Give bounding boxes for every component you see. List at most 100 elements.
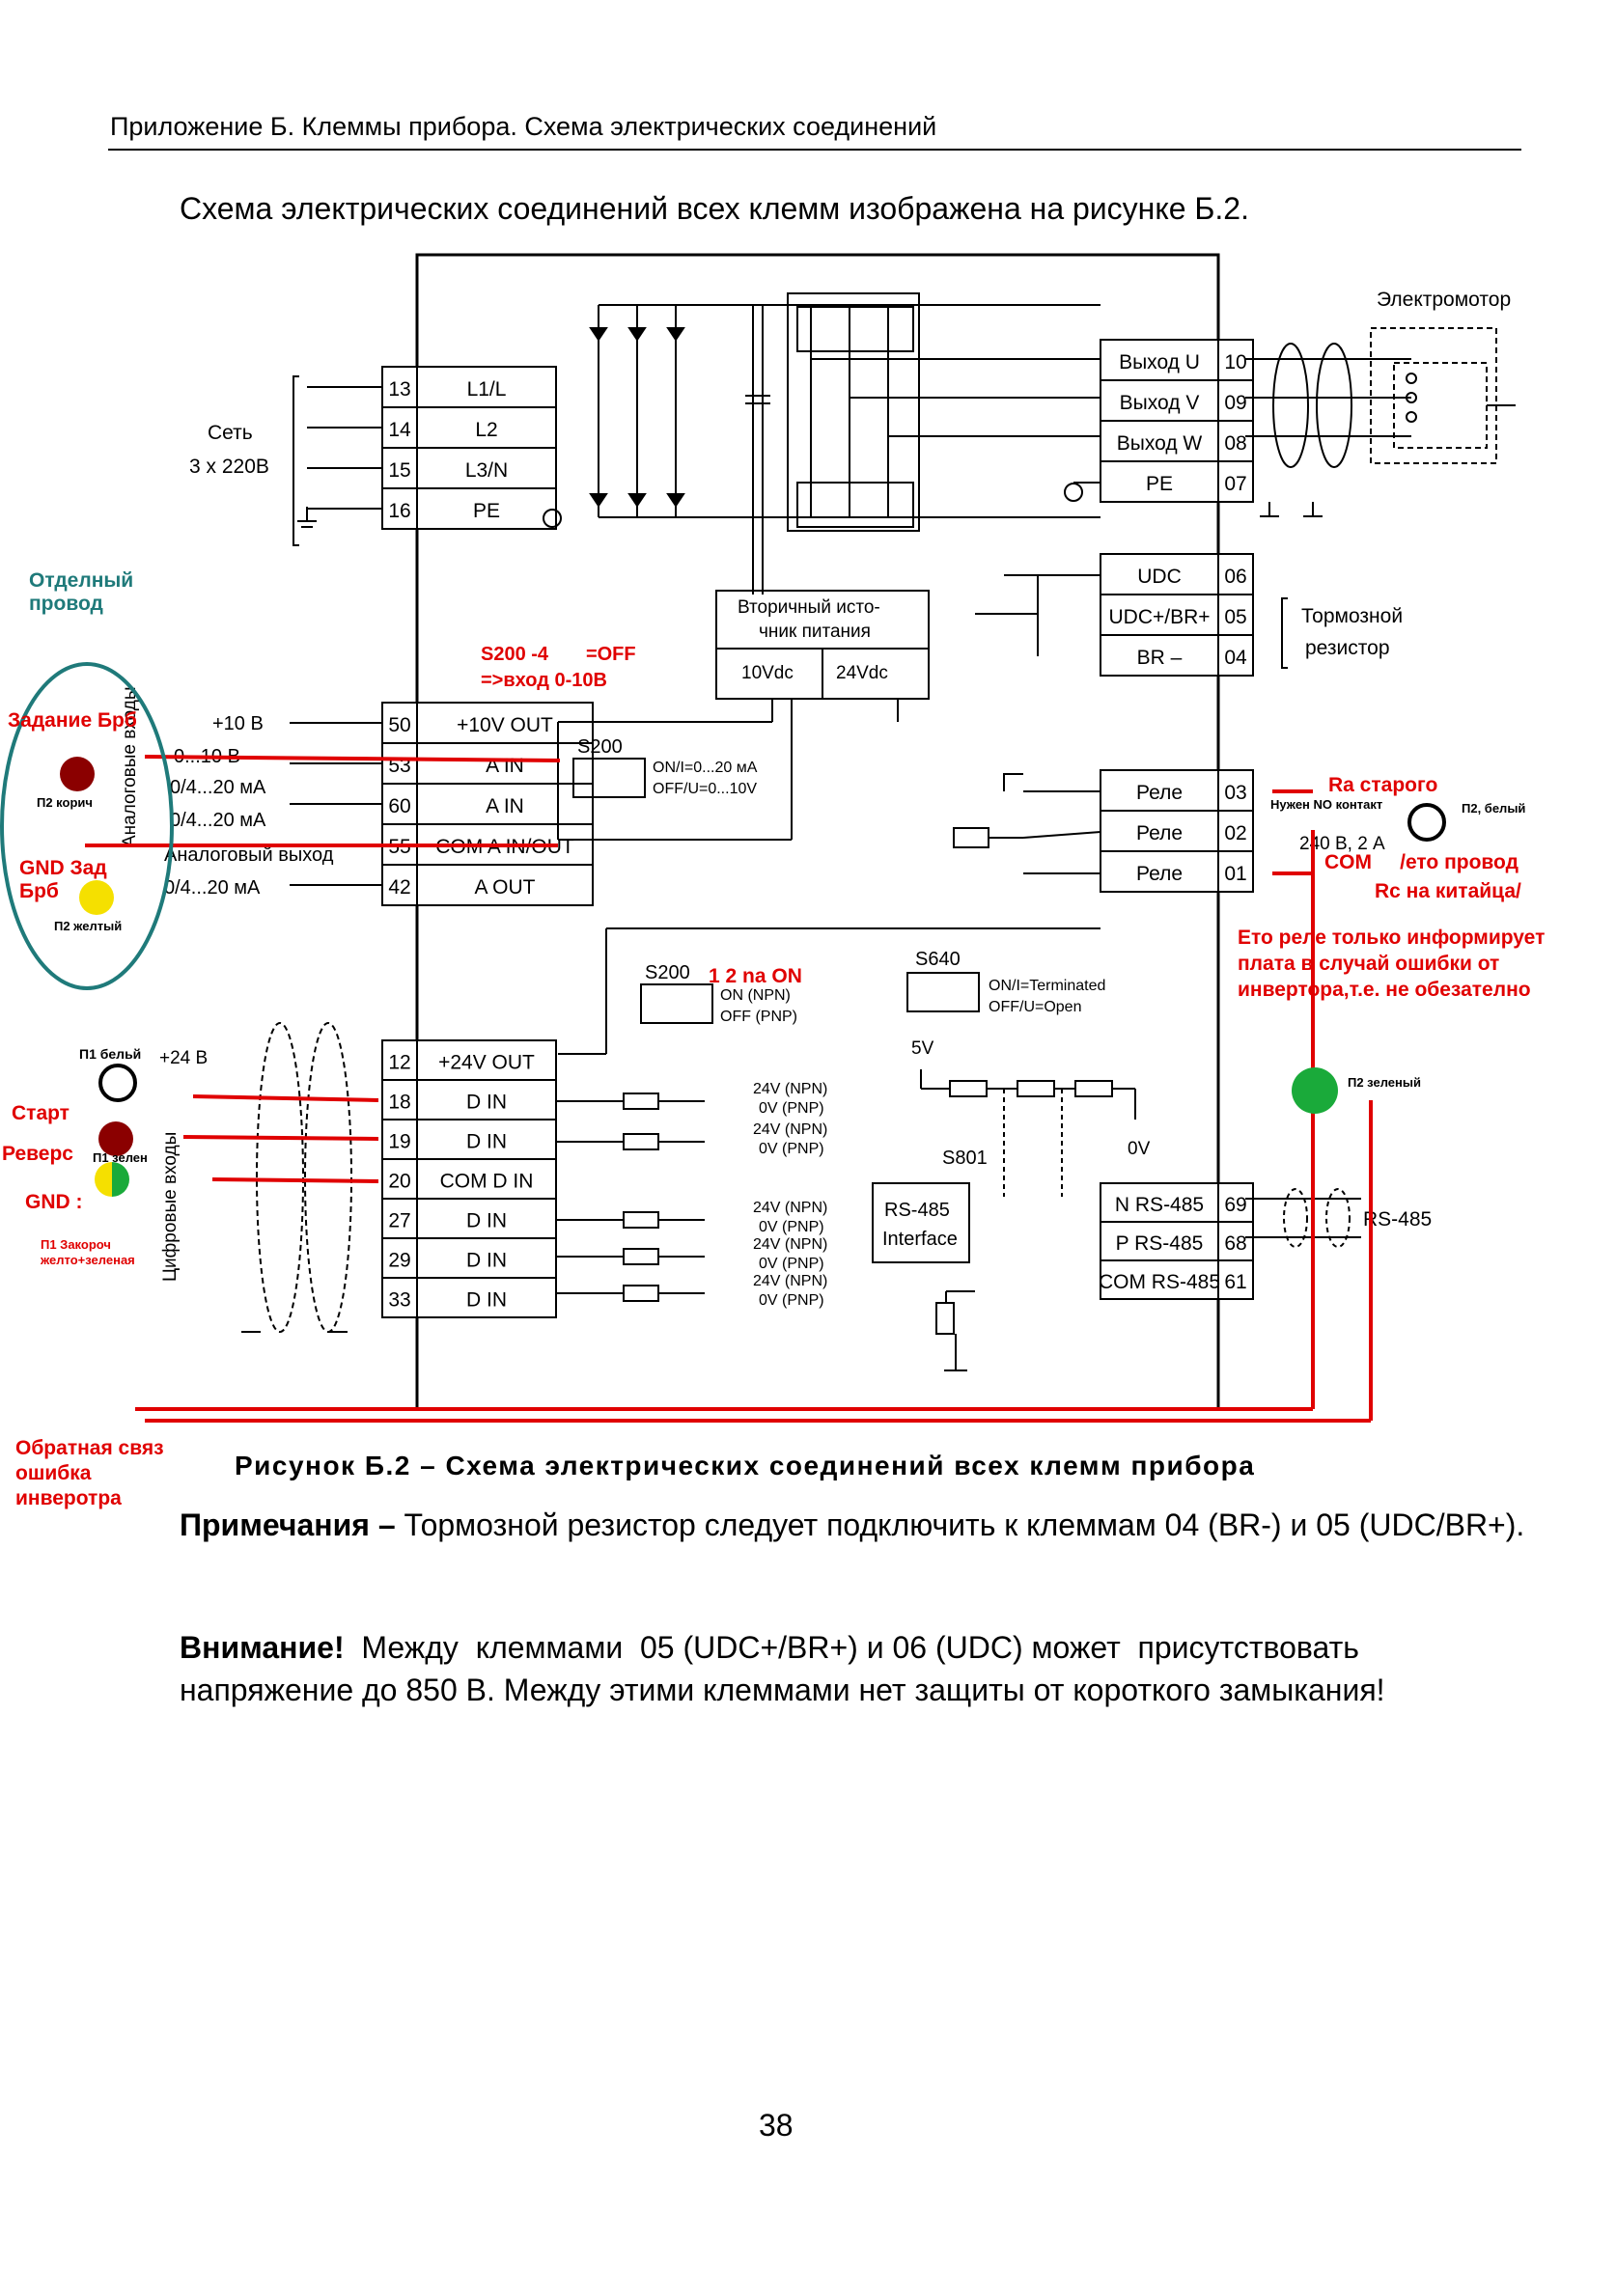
note-reverse: Реверс <box>2 1143 73 1165</box>
figure-caption: Рисунок Б.2 – Схема электрических соедин… <box>235 1451 1256 1480</box>
psu-label-2: чник питания <box>759 622 871 642</box>
motor-terminal-name: PE <box>1146 473 1173 495</box>
label-p1-white: П1 бельй <box>79 1046 142 1062</box>
rs485-terminal-num: 68 <box>1224 1232 1246 1255</box>
s200-bottom-switch: S200 ON (NPN) OFF (PNP) <box>640 962 797 1025</box>
din-npn-label: 24V (NPN) <box>753 1200 827 1216</box>
din-npn-label: 24V (NPN) <box>753 1273 827 1289</box>
motor-terminal-num: 10 <box>1224 351 1246 373</box>
din-switch: 24V (NPN)0V (PNP) <box>556 1081 827 1117</box>
motor-terminal-num: 09 <box>1224 392 1246 414</box>
s801-label: S801 <box>942 1148 988 1169</box>
analog-terminal-num: 50 <box>388 714 410 736</box>
relay-terminal-name: Реле <box>1136 782 1183 804</box>
psu-label: Вторичный исто- <box>738 597 880 618</box>
net-label-2: 3 х 220В <box>189 456 269 478</box>
brake-label-2: резистор <box>1305 637 1390 659</box>
psu-10v: 10Vdc <box>741 663 794 683</box>
digital-terminal-12: 12+24V OUT <box>381 1039 557 1081</box>
red-annotations <box>85 755 1373 1423</box>
warning-text: Между клеммами 05 (UDC+/BR+) и 06 (UDC) … <box>180 1630 1385 1707</box>
igbt-bridge <box>796 305 1101 528</box>
brake-terminal-num: 04 <box>1224 647 1247 669</box>
power-terminal-num: 13 <box>388 378 410 401</box>
warning-lead: Внимание! <box>180 1630 345 1665</box>
power-terminal-name: L1/L <box>467 378 507 401</box>
relay-terminal-num: 03 <box>1224 782 1246 804</box>
header-rule <box>108 149 1521 151</box>
rs485-terminal-name: P RS-485 <box>1116 1232 1204 1255</box>
s200-bottom-line1: ON (NPN) <box>720 987 791 1004</box>
rs485-box-label-2: Interface <box>882 1229 958 1250</box>
relay-terminal-name: Реле <box>1136 822 1183 844</box>
digital-terminal-num: 20 <box>388 1171 410 1193</box>
analog-terminal-num: 42 <box>388 876 410 899</box>
power-terminal-num: 15 <box>388 459 410 482</box>
digital-cable <box>241 1022 352 1333</box>
brake-label: Тормозной <box>1301 605 1403 627</box>
note-com: COM /ето провод <box>1324 851 1518 873</box>
analog-terminal-name: +10V OUT <box>457 714 553 736</box>
brake-terminal-name: UDC+/BR+ <box>1108 606 1210 628</box>
power-terminal-name: L3/N <box>465 459 508 482</box>
analog-terminal-num: 60 <box>388 795 410 817</box>
v0-label: 0V <box>1128 1139 1151 1159</box>
rs485-box-label: RS-485 <box>884 1200 950 1221</box>
page-number: 38 <box>759 2108 794 2143</box>
label-p1-green: П1 зелен <box>93 1150 148 1165</box>
digital-terminal-num: 12 <box>388 1052 410 1074</box>
teal-ellipse <box>0 662 174 990</box>
rs485-terminal-68: P RS-485 68 <box>1100 1221 1254 1261</box>
relay-rating: 240 В, 2 А <box>1299 834 1385 854</box>
v5-label: 5V <box>911 1038 934 1059</box>
din-npn-label: 24V (NPN) <box>753 1236 827 1253</box>
green-half-dot <box>112 1162 129 1197</box>
motor-symbol <box>1245 327 1516 517</box>
din-switch: 24V (NPN)0V (PNP) <box>556 1236 827 1272</box>
din-npn-label: 24V (NPN) <box>753 1121 827 1138</box>
motor-terminal-num: 08 <box>1224 432 1246 455</box>
s200-top-line1: ON/I=0...20 мА <box>653 760 758 776</box>
brake-terminal-num: 05 <box>1224 606 1246 628</box>
brown-dot <box>60 757 95 791</box>
power-terminal-15: 15 L3/N <box>381 447 557 489</box>
analog-side-label: Аналоговые входы <box>120 686 140 847</box>
green-dot <box>1292 1067 1338 1114</box>
motor-terminal-name: Выход V <box>1120 392 1200 414</box>
pe-ground-icon <box>1064 483 1083 502</box>
brake-terminal-name: UDC <box>1137 566 1182 588</box>
rs485-terminal-name: COM RS-485 <box>1099 1271 1220 1293</box>
label-p2-white: П2, белый <box>1462 801 1526 816</box>
note-ra-old: Ra старого <box>1328 774 1438 796</box>
motor-terminal-08: Выход W 08 <box>1100 420 1254 462</box>
ground-symbol <box>543 509 562 528</box>
motor-terminal-name: Выход W <box>1117 432 1203 455</box>
psu-24v: 24Vdc <box>836 663 888 683</box>
analog-terminal-42: 42 A OUT <box>381 864 594 906</box>
digital-terminal-num: 27 <box>388 1210 410 1232</box>
white-dot-p1 <box>98 1064 137 1102</box>
motor-terminal-09: Выход V 09 <box>1100 379 1254 422</box>
power-terminal-name: L2 <box>475 419 497 441</box>
digital-terminal-num: 33 <box>388 1289 410 1312</box>
analog-terminal-name: A OUT <box>474 876 535 899</box>
din-pnp-label: 0V (PNP) <box>759 1100 824 1117</box>
relay-terminal-03: Реле 03 <box>1100 769 1254 812</box>
s640-line2: OFF/U=Open <box>989 999 1081 1015</box>
notes-lead: Примечания – <box>180 1508 396 1542</box>
